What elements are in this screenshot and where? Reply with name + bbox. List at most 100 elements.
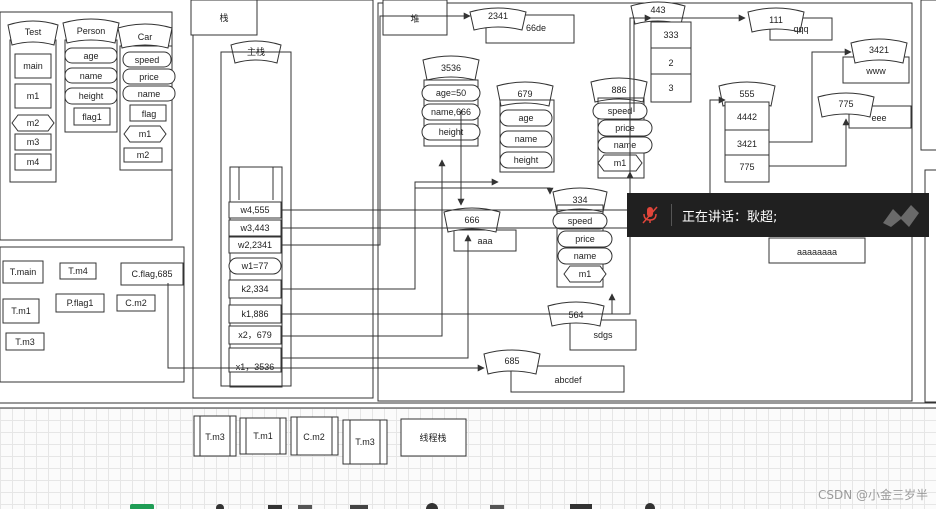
stack: 栈 主栈 w4,555 w3,443 w2,2341 w1=77 k2,334 …	[190, 0, 292, 388]
string-address: 111	[769, 15, 783, 25]
string-value: aaa	[477, 236, 492, 246]
canvas-grid	[0, 408, 936, 509]
array-cell: 4442	[737, 112, 757, 122]
object-address: 443	[650, 5, 665, 15]
toast-divider	[671, 204, 672, 226]
class-person-title: Person	[77, 26, 106, 36]
object-field: age	[518, 113, 533, 123]
object-field: speed	[568, 216, 593, 226]
class-test-member: main	[23, 61, 43, 71]
stack-label: 栈	[219, 12, 228, 23]
class-person-member: name	[80, 71, 103, 81]
object-address: 3536	[441, 63, 461, 73]
csdn-watermark: CSDN @小金三岁半	[817, 488, 928, 502]
heap-string-111[interactable]: 111 qqq	[747, 7, 833, 41]
class-test[interactable]: Test main m1 m2 m3 m4	[7, 20, 59, 183]
string-value: abcdef	[554, 375, 582, 385]
object-field: name	[574, 251, 597, 261]
stack-slot: x1，3536	[236, 362, 275, 372]
stack-slot: w4,555	[239, 205, 269, 215]
class-test-member: m4	[27, 157, 40, 167]
string-value: 66de	[526, 23, 546, 33]
object-field: speed	[608, 106, 633, 116]
object-field: height	[439, 127, 464, 137]
taskbar-app-icon[interactable]	[350, 505, 368, 509]
stack-slot: k2,334	[241, 284, 268, 294]
string-value: www	[865, 66, 886, 76]
object-field: m1	[579, 269, 592, 279]
right-panel-bottom	[924, 169, 936, 403]
stack-slot: w3,443	[239, 223, 269, 233]
object-field: name,666	[431, 107, 471, 117]
heap-string-2341[interactable]: 2341 66de	[469, 7, 575, 44]
string-value: aaaaaaaa	[797, 247, 837, 257]
heap-string-partial[interactable]: aaaaaaaa	[768, 237, 866, 264]
heap-string-775[interactable]: 775 eee	[817, 92, 912, 129]
heap-array-555[interactable]: 555 4442 3421 775	[718, 81, 776, 183]
class-test-member: m1	[27, 91, 40, 101]
object-address: 555	[739, 89, 754, 99]
class-car-member: price	[139, 72, 159, 82]
heap-string-3421[interactable]: 3421 www	[842, 38, 910, 84]
string-value: eee	[871, 113, 886, 123]
thread-frame: T.m3	[355, 437, 375, 447]
array-cell: 2	[668, 58, 673, 68]
taskbar-app-icon[interactable]	[268, 505, 282, 509]
taskbar-app-icon[interactable]	[216, 504, 224, 509]
class-person[interactable]: Person age name height flag1	[62, 18, 120, 133]
heap-object-886[interactable]: 886 speed price name m1	[590, 77, 653, 179]
speaking-toast[interactable]: 正在讲话：耿超;	[627, 193, 929, 237]
taskbar-app-icon[interactable]	[130, 504, 154, 509]
string-value: qqq	[793, 24, 808, 34]
thread-stack-label: 线程栈	[419, 432, 446, 443]
class-test-title: Test	[25, 27, 42, 37]
class-person-member: flag1	[82, 112, 102, 122]
object-field: name	[515, 134, 538, 144]
string-address: 666	[464, 215, 479, 225]
object-field: price	[615, 123, 635, 133]
thread-stack: T.m3 T.m1 C.m2 T.m3 线程栈	[193, 415, 467, 465]
object-field: m1	[614, 158, 627, 168]
object-field: price	[575, 234, 595, 244]
object-field: name	[614, 140, 637, 150]
method-item: T.m4	[68, 266, 88, 276]
array-cell: 3	[668, 83, 673, 93]
taskbar-app-icon[interactable]	[570, 504, 592, 509]
string-address: 3421	[869, 45, 889, 55]
heap-string-666[interactable]: 666 aaa	[443, 207, 517, 252]
heap-object-334[interactable]: 334 speed price name m1	[552, 187, 613, 288]
method-item: T.m3	[15, 337, 35, 347]
taskbar-app-icon[interactable]	[645, 503, 655, 509]
thread-frame: T.m3	[205, 432, 225, 442]
string-address: 564	[568, 310, 583, 320]
method-area: T.main T.m4 C.flag,685 T.m1 P.flag1 C.m2…	[2, 260, 184, 351]
heap-object-679[interactable]: 679 age name height	[496, 81, 555, 173]
taskbar-app-icon[interactable]	[426, 503, 438, 509]
stack-slot: w2,2341	[237, 240, 272, 250]
right-panel-top	[920, 0, 936, 151]
method-item: C.flag,685	[131, 269, 172, 279]
method-item: P.flag1	[67, 298, 94, 308]
heap-object-3536[interactable]: 3536 age=50 name,666 height	[421, 55, 481, 147]
string-address: 2341	[488, 11, 508, 21]
meeting-logo-icon	[879, 201, 923, 229]
class-car-title: Car	[138, 32, 153, 42]
heap-label: 堆	[410, 14, 419, 24]
stack-area-frame	[192, 0, 374, 399]
heap-string-685[interactable]: 685 abcdef	[483, 349, 625, 393]
string-address: 685	[504, 356, 519, 366]
taskbar-app-icon[interactable]	[298, 505, 312, 509]
mic-muted-icon[interactable]	[639, 204, 661, 226]
array-cell: 3421	[737, 139, 757, 149]
taskbar-app-icon[interactable]	[490, 505, 504, 509]
class-person-member: age	[83, 51, 98, 61]
array-cell: 775	[739, 162, 754, 172]
object-address: 886	[611, 85, 626, 95]
object-address: 679	[517, 89, 532, 99]
heap-string-564[interactable]: 564 sdgs	[547, 301, 637, 351]
class-person-member: height	[79, 91, 104, 101]
string-address: 775	[838, 99, 853, 109]
class-car[interactable]: Car speed price name flag m1 m2	[117, 23, 176, 171]
class-car-member: name	[138, 89, 161, 99]
